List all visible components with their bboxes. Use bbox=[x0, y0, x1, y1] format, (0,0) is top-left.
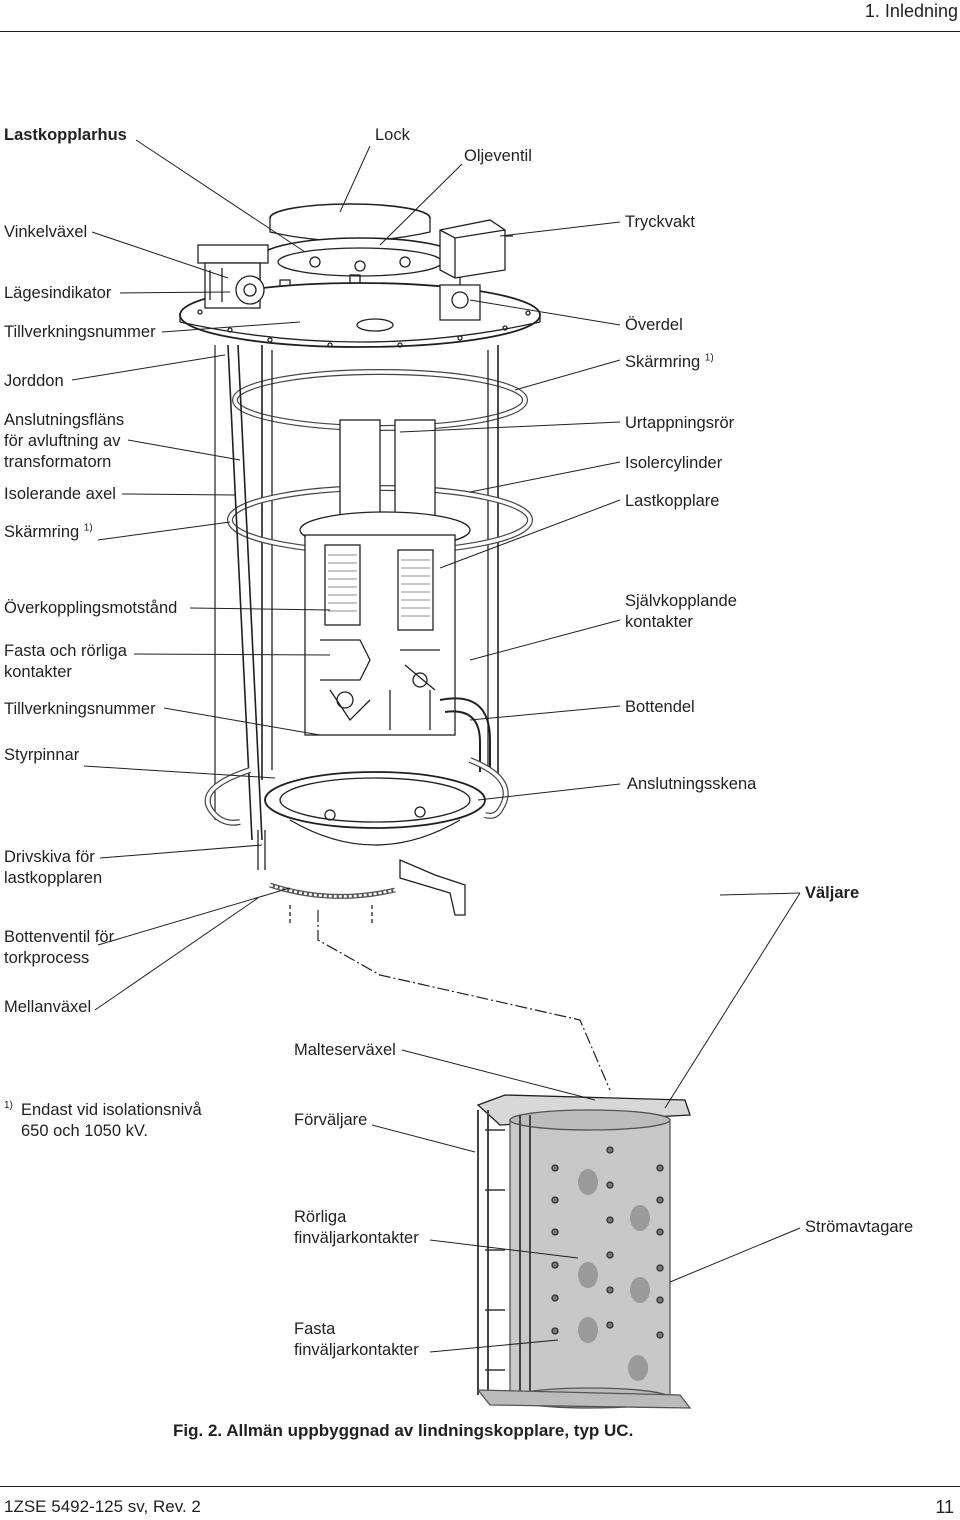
selector bbox=[476, 1094, 692, 1409]
label-overdel: Överdel bbox=[625, 316, 683, 334]
bottom-part bbox=[257, 771, 486, 916]
label-tillverkningsnummer-top: Tillverkningsnummer bbox=[4, 323, 156, 341]
label-isolercylinder: Isolercylinder bbox=[625, 454, 723, 472]
label-oljeventil: Oljeventil bbox=[464, 147, 532, 165]
footnote-text: Endast vid isolationsnivå 650 och 1050 k… bbox=[21, 1101, 202, 1140]
drive-disc bbox=[269, 882, 396, 899]
cover-lid bbox=[269, 203, 431, 242]
footer-rule bbox=[0, 1486, 960, 1487]
figure-caption: Fig. 2. Allmän uppbyggnad av lindningsko… bbox=[173, 1421, 634, 1440]
header-rule bbox=[0, 31, 960, 32]
label-lastkopplarhus: Lastkopplarhus bbox=[4, 126, 127, 144]
diverter-switch bbox=[299, 419, 491, 772]
label-lock: Lock bbox=[375, 126, 410, 144]
label-jorddon: Jorddon bbox=[4, 372, 64, 390]
label-valjare: Väljare bbox=[805, 884, 860, 902]
label-malteservaxel: Malteserväxel bbox=[294, 1041, 396, 1059]
label-skarmring-left: Skärmring 1) bbox=[4, 522, 93, 541]
pressure-relay bbox=[439, 219, 513, 321]
label-styrpinnar: Styrpinnar bbox=[4, 746, 80, 764]
section-title: 1. Inledning bbox=[864, 1, 958, 21]
label-anslutningsflans: Anslutningsfläns för avluftning av trans… bbox=[4, 411, 125, 471]
label-drivskiva: Drivskiva för lastkopplaren bbox=[4, 848, 103, 887]
label-stromavtagare: Strömavtagare bbox=[805, 1218, 914, 1236]
label-skarmring-top: Skärmring 1) bbox=[625, 352, 714, 371]
label-overkopplingsmotstand: Överkopplingsmotstånd bbox=[4, 599, 178, 617]
label-sjalvkopplande-kontakter: Självkopplande kontakter bbox=[625, 592, 737, 631]
label-isolerande-axel: Isolerande axel bbox=[4, 485, 116, 503]
tap-changer-illustration bbox=[71, 139, 801, 1409]
label-fasta-finvaljarkontakter: Fasta finväljarkontakter bbox=[294, 1320, 419, 1359]
label-bottendel: Bottendel bbox=[625, 698, 695, 716]
label-mellanvaxel: Mellanväxel bbox=[4, 998, 92, 1016]
label-lastkopplare: Lastkopplare bbox=[625, 492, 720, 510]
label-fasta-och-rorliga-kontakter: Fasta och rörliga kontakter bbox=[4, 642, 127, 681]
label-rorliga-finvaljarkontakter: Rörliga finväljarkontakter bbox=[294, 1208, 419, 1247]
page-number: 11 bbox=[935, 1497, 954, 1517]
label-vinkelvaxel: Vinkelväxel bbox=[4, 223, 88, 241]
angle-gear bbox=[197, 244, 269, 309]
label-lagesindikator: Lägesindikator bbox=[4, 284, 112, 302]
label-tillverkningsnummer-bottom: Tillverkningsnummer bbox=[4, 700, 156, 718]
label-forvaljare: Förväljare bbox=[294, 1111, 368, 1129]
label-urtappningsror: Urtappningsrör bbox=[625, 414, 735, 432]
label-bottenventil: Bottenventil för torkprocess bbox=[4, 928, 115, 967]
label-tryckvakt: Tryckvakt bbox=[625, 213, 695, 231]
label-anslutningsskena: Anslutningsskena bbox=[627, 775, 757, 793]
document-id: 1ZSE 5492-125 sv, Rev. 2 bbox=[4, 1497, 201, 1516]
insulating-cylinder bbox=[261, 345, 499, 780]
footnote-marker: 1) bbox=[4, 1100, 13, 1111]
